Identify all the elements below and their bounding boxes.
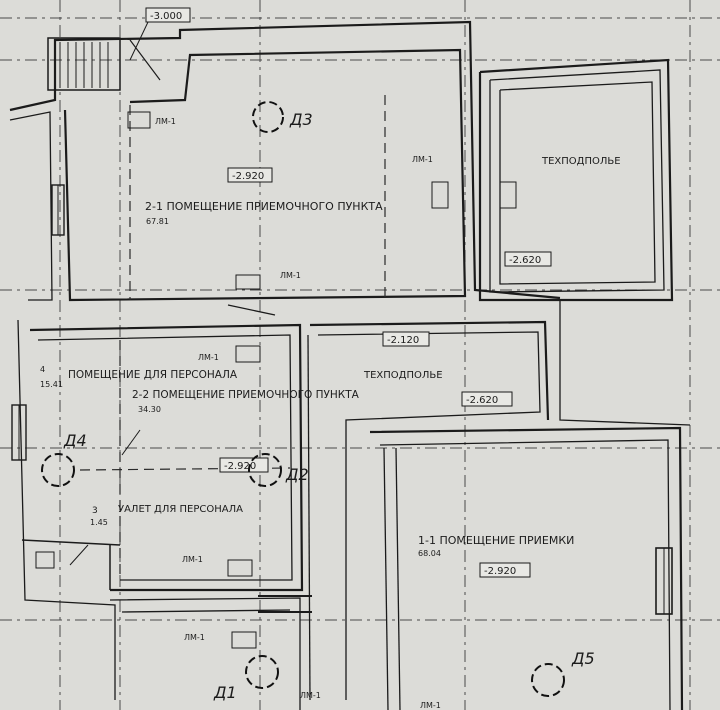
room-2-1-area: 67.81: [146, 217, 169, 226]
level-top: -3.000: [150, 11, 182, 22]
level-room-1-1: -2.920: [484, 566, 516, 577]
room-2-2-area: 34.30: [138, 405, 161, 414]
room-4-name: ПОМЕЩЕНИЕ ДЛЯ ПЕРСОНАЛА: [68, 369, 238, 381]
level-techno-2: -2.620: [466, 395, 498, 406]
level-corridor: -2.120: [387, 335, 419, 346]
hatch-label-3: ЛМ-1: [280, 271, 301, 280]
level-techno-1: -2.620: [509, 255, 541, 266]
room-3-area: 1.45: [90, 518, 108, 527]
room-4-number: 4: [40, 365, 45, 374]
hatch-label-4: ЛМ-1: [198, 353, 219, 362]
wc-name: УАЛЕТ ДЛЯ ПЕРСОНАЛА: [118, 504, 243, 515]
dashed-lines: [79, 95, 386, 580]
level-markers: -3.000 -2.920 -2.620 -2.120 -2.620 -2.92…: [145, 7, 552, 578]
hatch-symbols: [127, 111, 517, 649]
mark-d1: Д1: [213, 683, 237, 702]
hatch-label-1: ЛМ-1: [155, 117, 176, 126]
hatch-labels: ЛМ-1 ЛМ-1 ЛМ-1 ЛМ-1 ЛМ-1 ЛМ-1 ЛМ-1 ЛМ-1: [155, 117, 441, 710]
room-4-area: 15.41: [40, 380, 63, 389]
door-symbols: [35, 429, 141, 569]
room-2-1-name: 2-1 ПОМЕЩЕНИЕ ПРИЕМОЧНОГО ПУНКТА: [145, 200, 383, 213]
hatch-label-5: ЛМ-1: [182, 555, 203, 564]
hatch-label-6: ЛМ-1: [184, 633, 205, 642]
room-1-1-area: 68.04: [418, 549, 441, 558]
hatch-label-7: ЛМ-1: [300, 691, 321, 700]
mark-d3: Д3: [289, 110, 313, 129]
level-room-2-1: -2.920: [232, 171, 264, 182]
room-labels: 2-1 ПОМЕЩЕНИЕ ПРИЕМОЧНОГО ПУНКТА 67.81 Т…: [40, 156, 621, 558]
windows: [11, 184, 673, 615]
mark-d4: Д4: [63, 431, 87, 450]
room-3-number: 3: [92, 506, 98, 516]
drain-markers: Д3 Д4 Д2 Д1 Д5: [41, 101, 595, 702]
hatch-label-2: ЛМ-1: [412, 155, 433, 164]
room-1-1-name: 1-1 ПОМЕЩЕНИЕ ПРИЕМКИ: [418, 534, 574, 547]
mark-d2: Д2: [285, 465, 309, 484]
staircase: [47, 21, 161, 91]
techno-room-2-name: ТЕХПОДПОЛЬЕ: [363, 370, 443, 381]
hatch-label-8: ЛМ-1: [420, 701, 441, 710]
level-room-2-2: -2.920: [224, 461, 256, 472]
room-2-2-name: 2-2 ПОМЕЩЕНИЕ ПРИЕМОЧНОГО ПУНКТА: [132, 389, 360, 401]
mark-d5: Д5: [571, 649, 595, 668]
techno-room-1-name: ТЕХПОДПОЛЬЕ: [541, 156, 621, 167]
